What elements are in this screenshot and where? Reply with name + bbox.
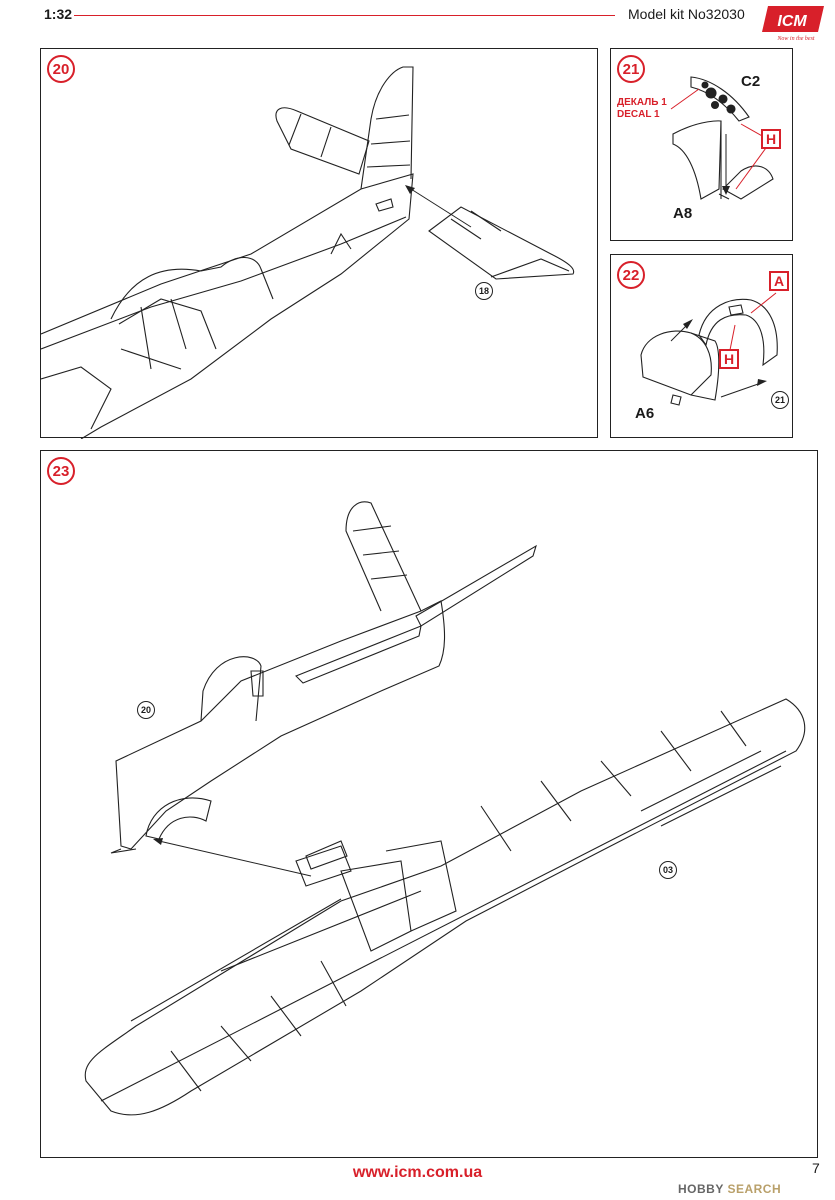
step-23-drawing: [84, 501, 806, 1116]
step-23-number: 23: [47, 457, 75, 485]
svg-text:ICM: ICM: [777, 13, 807, 30]
step-20-ref-18: 18: [475, 282, 493, 300]
icm-logo: ICM Now in the best: [762, 6, 824, 42]
decal-ru: ДЕКАЛЬ 1: [617, 97, 667, 108]
step-20-panel: 20 18: [40, 48, 598, 439]
part-a6-label: A6: [635, 405, 655, 422]
tag-h: H: [719, 349, 739, 369]
step-20-drawing: [41, 66, 575, 439]
scale-label: 1:32: [44, 6, 73, 22]
step-21-drawing: [670, 76, 774, 200]
tag-a: A: [769, 271, 789, 291]
step-21-panel: 21 C2 ДЕКАЛЬ 1 DECAL 1 H A8: [610, 48, 793, 241]
decal-en: DECAL 1: [617, 109, 660, 120]
footer-url: www.icm.com.ua: [352, 1164, 483, 1181]
decal-1-label: ДЕКАЛЬ 1 DECAL 1: [617, 97, 667, 121]
step-22-drawing: [640, 292, 778, 406]
step-22-number: 22: [617, 261, 645, 289]
step-23-panel: 23 20 03: [40, 450, 818, 1158]
part-a8-label: A8: [673, 205, 693, 222]
hobbysearch-watermark: HOBBY SEARCH: [678, 1182, 781, 1196]
tag-h: H: [761, 129, 781, 149]
svg-text:Now in the best: Now in the best: [776, 36, 814, 42]
header-rule: [74, 15, 615, 16]
step-21-number: 21: [617, 55, 645, 83]
step-22-ref-21: 21: [771, 391, 789, 409]
step-20-number: 20: [47, 55, 75, 83]
step-23-ref-03: 03: [659, 861, 677, 879]
part-c2-label: C2: [741, 73, 761, 90]
kit-number: Model kit No32030: [628, 6, 745, 22]
page-number: 7: [812, 1160, 820, 1176]
watermark-hobby: HOBBY: [678, 1182, 728, 1196]
step-23-ref-20: 20: [137, 701, 155, 719]
step-22-panel: 22 A H 21 A6: [610, 254, 793, 438]
watermark-search: SEARCH: [727, 1182, 782, 1196]
